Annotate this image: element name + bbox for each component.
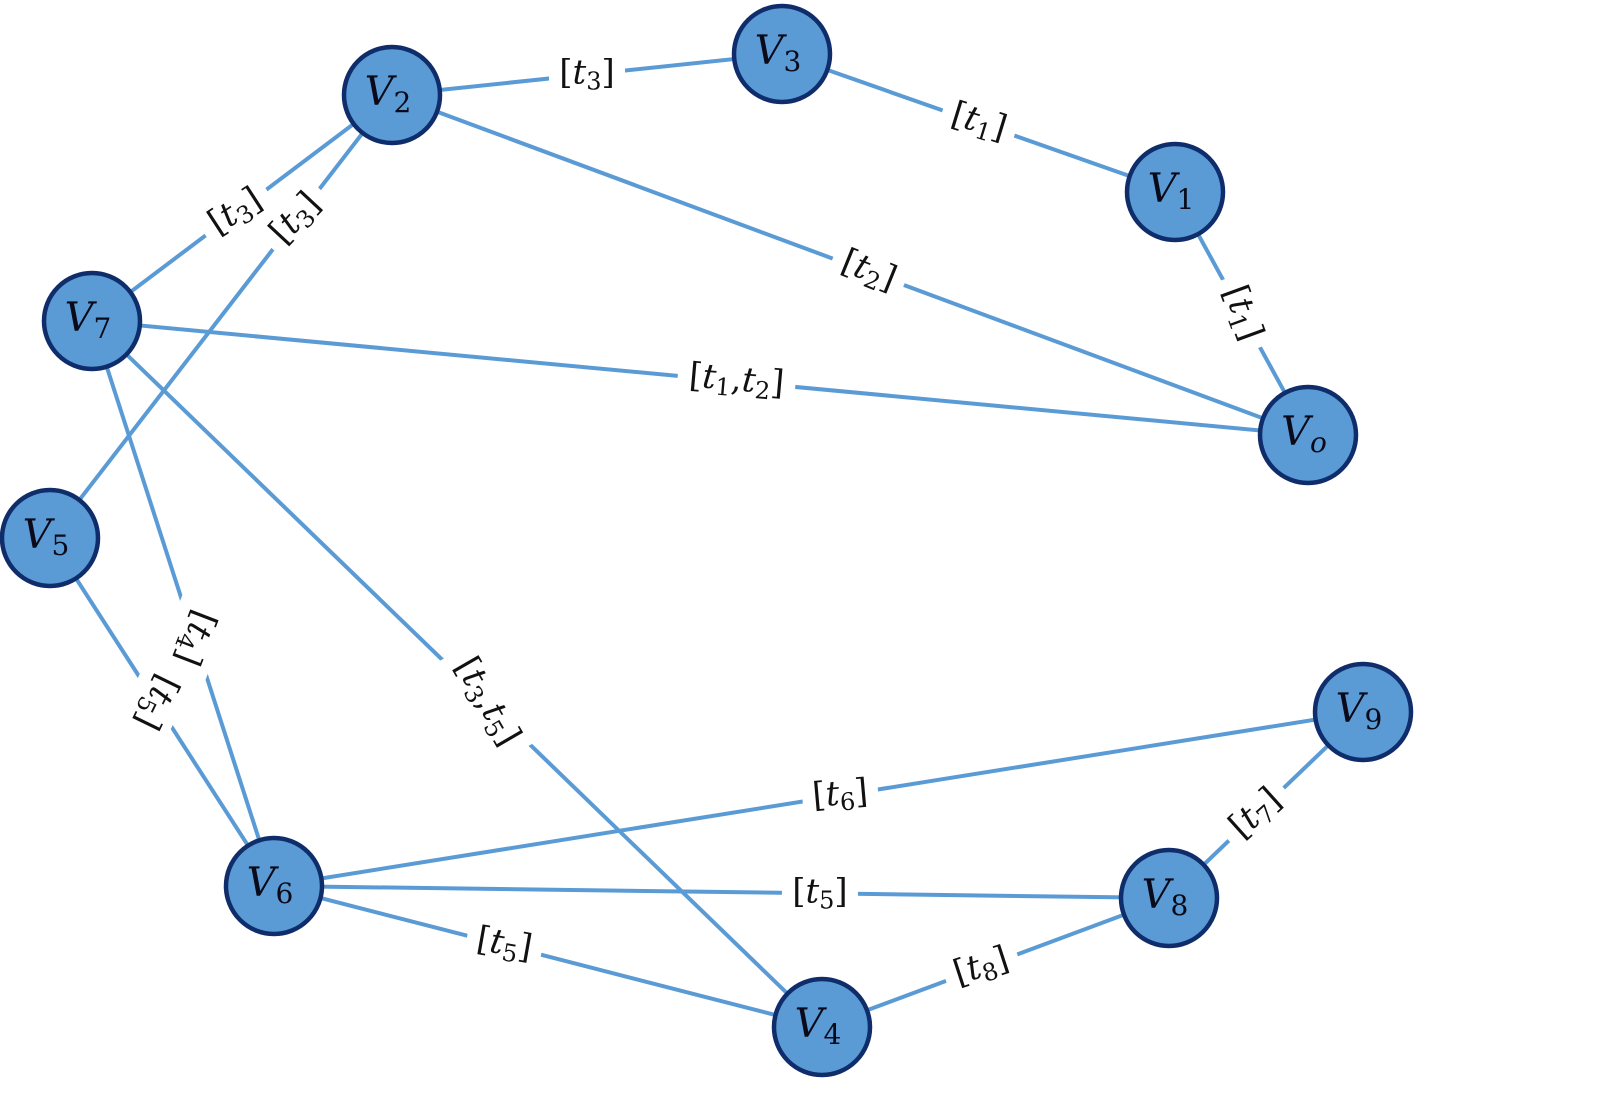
node-label: Vo xyxy=(1281,409,1327,459)
node-v3: V3 xyxy=(731,3,833,105)
edge-label-text: [t3,t5] xyxy=(445,650,529,754)
edge-label-v7-v6: [t4] xyxy=(156,592,232,683)
edge-label-v2-v3: [t3] xyxy=(549,48,625,101)
edge-label-text: [t5] xyxy=(792,871,847,914)
edge-label-background xyxy=(675,350,798,413)
node-v5: V5 xyxy=(0,487,101,589)
node-label: V8 xyxy=(1142,872,1189,922)
edge-label-background xyxy=(156,592,232,683)
edge-label-v6-v4: [t5] xyxy=(462,913,547,978)
node-v9: V9 xyxy=(1312,661,1414,763)
edge-label-v3-v1: [t1] xyxy=(934,87,1023,159)
node-label: V2 xyxy=(365,69,412,119)
edge-label-background xyxy=(781,867,858,920)
edge-v6-v8 xyxy=(273,884,1170,900)
edge-label-background xyxy=(462,913,547,978)
edge-v5-v2 xyxy=(48,93,394,540)
edge-label-text: [t1,t2] xyxy=(687,355,786,406)
node-circle xyxy=(0,487,101,589)
edge-label-text: [t5] xyxy=(125,668,188,736)
node-circle xyxy=(41,270,143,372)
edge-label-background xyxy=(251,173,342,265)
node-v0: Vo xyxy=(1257,384,1359,486)
edge-label-text: [t3] xyxy=(559,53,614,96)
node-v7: V7 xyxy=(41,270,143,372)
edge-label-v6-v9: [t6] xyxy=(800,766,881,825)
edge-label-v2-v0: [t2] xyxy=(823,233,914,311)
node-circle xyxy=(1118,847,1220,949)
node-v6: V6 xyxy=(223,835,325,937)
node-label: V6 xyxy=(247,860,294,910)
edge-label-background xyxy=(934,87,1023,159)
edge-label-background xyxy=(1204,268,1279,359)
node-circle xyxy=(1257,384,1359,486)
node-circle xyxy=(341,44,443,146)
edge-label-background xyxy=(1210,769,1302,860)
edge-label-text: [t6] xyxy=(811,771,870,818)
edge-label-background xyxy=(823,233,914,311)
node-v1: V1 xyxy=(1124,141,1226,243)
edge-label-v5-v6: [t5] xyxy=(115,656,196,748)
edge-label-background xyxy=(549,48,625,101)
edge-label-v4-v8: [t8] xyxy=(937,931,1026,1005)
node-label: V1 xyxy=(1148,166,1195,216)
node-circle xyxy=(1124,141,1226,243)
node-v8: V8 xyxy=(1118,847,1220,949)
node-circle xyxy=(1312,661,1414,763)
node-circle xyxy=(731,3,833,105)
edge-label-background xyxy=(937,931,1026,1005)
node-v4: V4 xyxy=(771,976,873,1078)
edge-label-background xyxy=(115,656,196,748)
edge-label-background xyxy=(189,170,283,256)
node-label: V5 xyxy=(23,512,70,562)
edge-v6-v4 xyxy=(273,884,823,1029)
edges-layer: [t3][t1][t1][t3][t3][t2][t1,t2][t4][t3,t… xyxy=(48,48,1365,1029)
node-label: V4 xyxy=(795,1001,842,1051)
edge-label-v7-v2: [t3] xyxy=(189,170,283,256)
edge-label-v6-v8: [t5] xyxy=(781,867,858,920)
edge-label-text: [t8] xyxy=(948,938,1014,996)
node-circle xyxy=(771,976,873,1078)
node-circle xyxy=(223,835,325,937)
edge-label-background xyxy=(434,638,539,767)
node-label: V3 xyxy=(755,28,802,78)
node-v2: V2 xyxy=(341,44,443,146)
node-label: V9 xyxy=(1336,686,1383,736)
node-label: V7 xyxy=(65,295,112,345)
edge-label-background xyxy=(800,766,881,825)
edge-label-v7-v0: [t1,t2] xyxy=(675,350,798,413)
edge-label-v1-v0: [t1] xyxy=(1204,268,1279,359)
edge-label-v7-v4: [t3,t5] xyxy=(434,638,539,767)
